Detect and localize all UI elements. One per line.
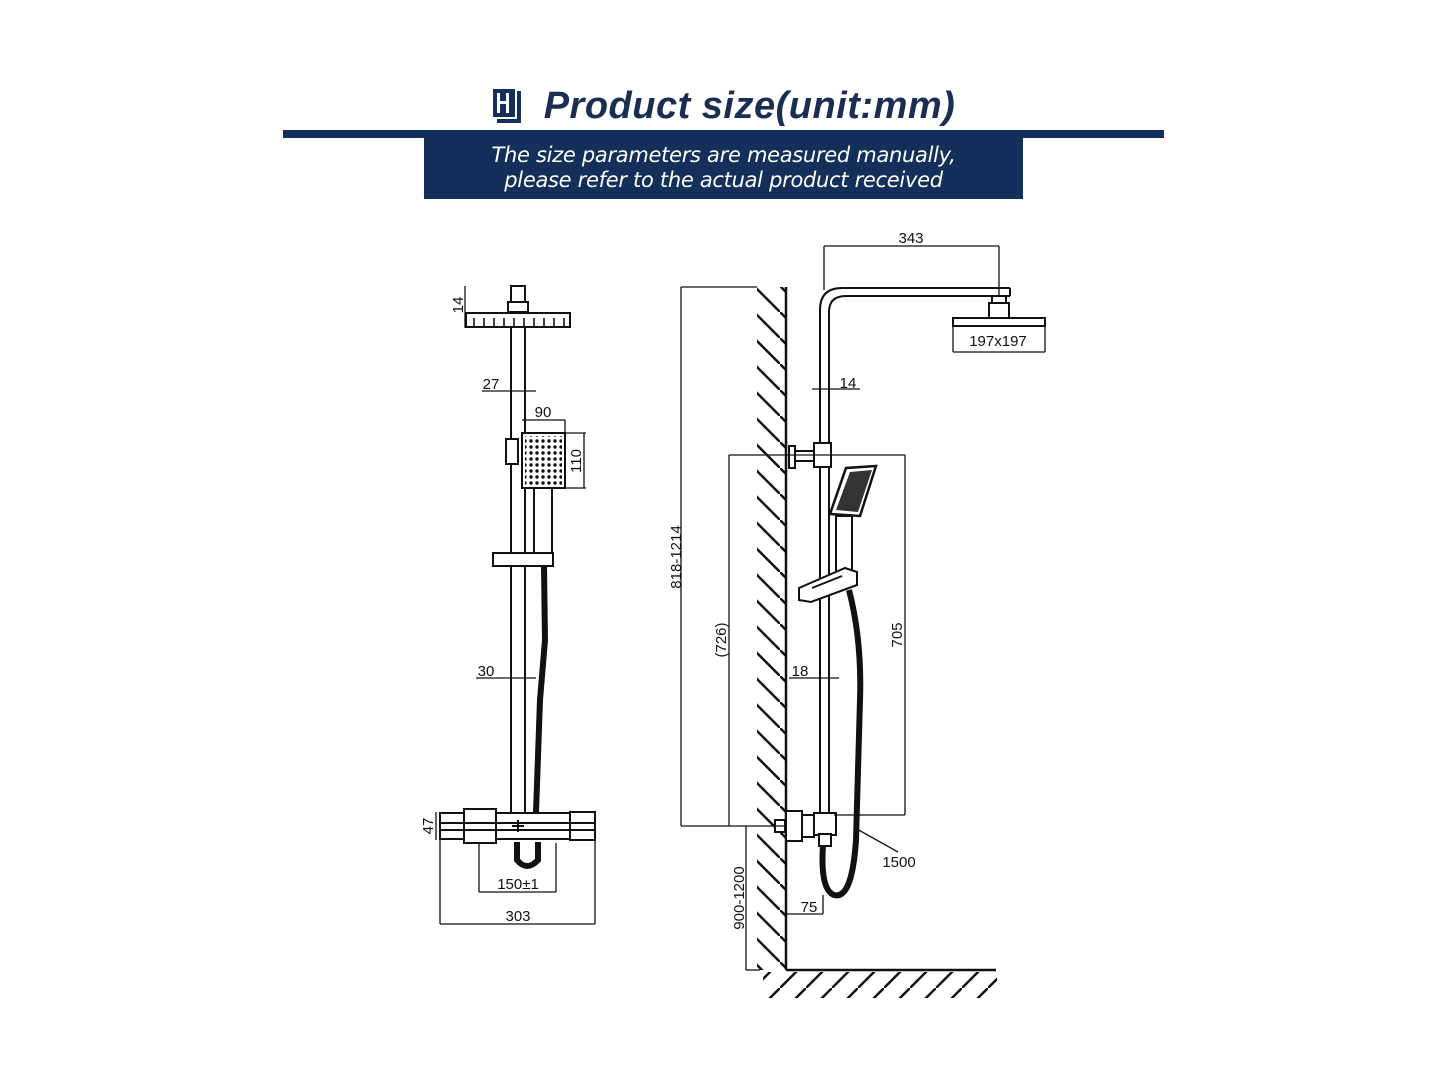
page-title: Product size(unit:mm): [543, 84, 956, 127]
header-title-row: Product size(unit:mm): [283, 82, 1164, 130]
dim-lower-pipe-side: 18: [792, 663, 809, 680]
front-view: [439, 285, 596, 869]
measurement-note: The size parameters are measured manuall…: [424, 137, 1023, 199]
front-dimensions: [435, 286, 596, 925]
dim-arm-reach: 343: [898, 230, 923, 247]
dim-upper-pipe-side: 14: [840, 375, 857, 392]
dim-slide-rail: (726): [713, 622, 730, 657]
header-rule: [283, 130, 1164, 138]
dim-hand-height: 110: [568, 449, 585, 473]
dim-hand-width: 90: [535, 404, 552, 421]
dim-head-size: 197x197: [969, 333, 1027, 350]
side-dimensions: [680, 245, 1046, 971]
dim-hose-length: 1500: [882, 854, 915, 871]
dim-upper-pipe-front: 27: [483, 376, 500, 393]
dim-install-height: 900-1200: [731, 866, 748, 929]
dim-valve-width: 303: [505, 908, 530, 925]
dim-total-height: 818-1214: [668, 525, 685, 588]
dim-inlet-spacing: 150±1: [497, 876, 539, 893]
note-line-1: The size parameters are measured manuall…: [491, 143, 956, 167]
dim-holder-range: 705: [889, 622, 906, 647]
side-view: [757, 287, 1046, 998]
hj-logo-icon: [492, 88, 522, 124]
dim-head-thickness: 14: [450, 297, 467, 314]
dim-wall-offset: 75: [801, 899, 818, 916]
dim-lower-pipe-front: 30: [478, 663, 495, 680]
dim-valve-height: 47: [420, 818, 437, 835]
note-line-2: please refer to the actual product recei…: [504, 168, 943, 192]
